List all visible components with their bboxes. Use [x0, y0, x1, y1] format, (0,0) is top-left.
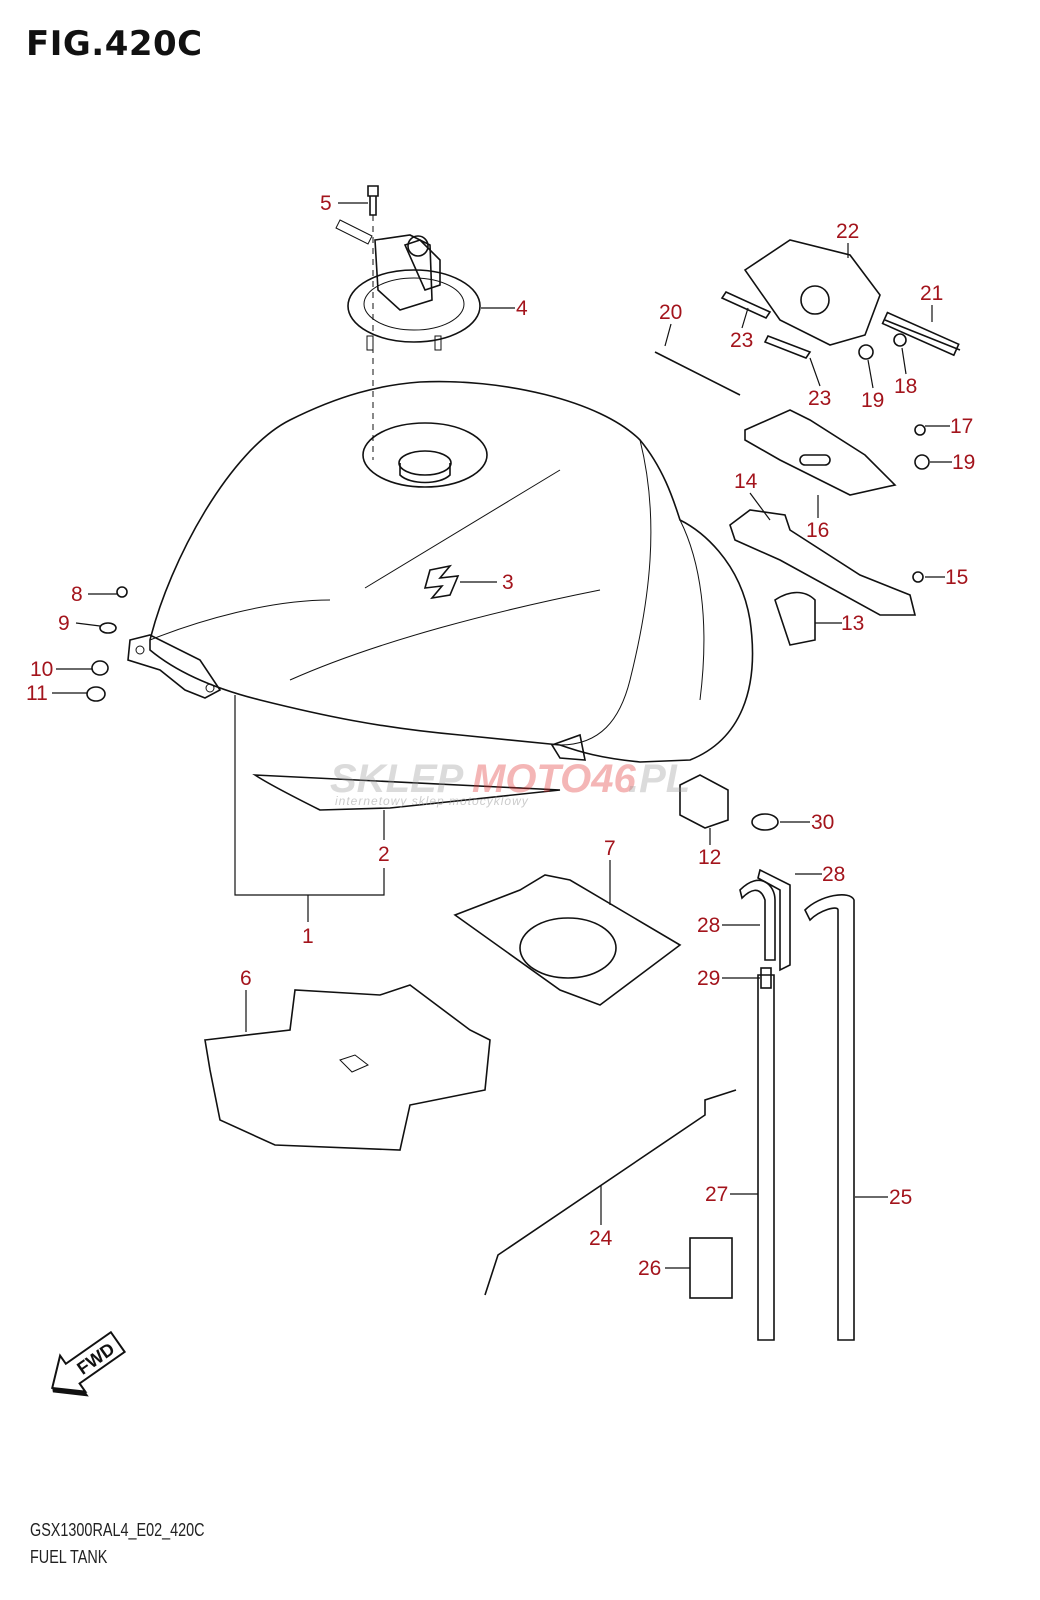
callout: 8 — [71, 583, 83, 606]
heat-shield[interactable] — [204, 984, 491, 1151]
callout: 4 — [516, 297, 528, 320]
hoses[interactable] — [739, 868, 855, 1341]
collar[interactable] — [751, 813, 779, 831]
callout: 5 — [320, 192, 332, 215]
figure-name: FUEL TANK — [30, 1547, 108, 1567]
callout: 19 — [952, 451, 975, 474]
figure-title: FIG.420C — [26, 24, 203, 64]
fuel-tank[interactable] — [127, 380, 754, 763]
callout: 12 — [698, 846, 721, 869]
callout: 30 — [811, 811, 834, 834]
callout: 10 — [30, 658, 53, 681]
callout: 9 — [58, 612, 70, 635]
svg-text:.PL: .PL — [628, 757, 690, 801]
seat-bracket[interactable] — [86, 239, 961, 702]
forward-arrow-icon: FWD — [50, 1330, 127, 1397]
callout: 27 — [705, 1183, 728, 1206]
callout: 2 — [378, 843, 390, 866]
callout: 13 — [841, 612, 864, 635]
bolt[interactable] — [367, 185, 379, 216]
callout: 23 — [730, 329, 753, 352]
callout: 21 — [920, 282, 943, 305]
callout: 28 — [697, 914, 720, 937]
callout: 6 — [240, 967, 252, 990]
leader-lines — [52, 202, 952, 1269]
callout: 19 — [861, 389, 884, 412]
svg-text:SKLEP: SKLEP — [330, 757, 464, 801]
callout: 1 — [302, 925, 314, 948]
model-code: GSX1300RAL4_E02_420C — [30, 1520, 205, 1540]
callout-numbers: 5 4 22 21 20 23 23 19 18 17 19 14 16 15 … — [26, 192, 975, 1280]
callout: 16 — [806, 519, 829, 542]
callout: 17 — [950, 415, 973, 438]
cushion[interactable] — [679, 774, 729, 829]
decal[interactable] — [252, 774, 561, 811]
svg-text:MOTO46: MOTO46 — [472, 757, 637, 801]
callout: 22 — [836, 220, 859, 243]
callout: 28 — [822, 863, 845, 886]
callout: 3 — [502, 571, 514, 594]
callout: 25 — [889, 1186, 912, 1209]
callout: 24 — [589, 1227, 613, 1250]
fuel-cap[interactable] — [335, 219, 481, 351]
callout: 20 — [659, 301, 682, 324]
callout: 29 — [697, 967, 720, 990]
callout: 23 — [808, 387, 831, 410]
callout: 11 — [26, 682, 48, 705]
callout: 18 — [894, 375, 917, 398]
mesh-pad[interactable] — [689, 1237, 733, 1299]
callout: 15 — [945, 566, 968, 589]
callout: 7 — [604, 837, 616, 860]
watermark: SKLEP MOTO46 .PL internetowy sklep motoc… — [330, 757, 690, 808]
tank-gasket[interactable] — [453, 874, 682, 1006]
svg-text:internetowy sklep motocyklowy: internetowy sklep motocyklowy — [335, 794, 529, 808]
callout: 14 — [734, 470, 758, 493]
drain-rod[interactable] — [484, 1089, 737, 1296]
callout: 26 — [638, 1257, 661, 1280]
